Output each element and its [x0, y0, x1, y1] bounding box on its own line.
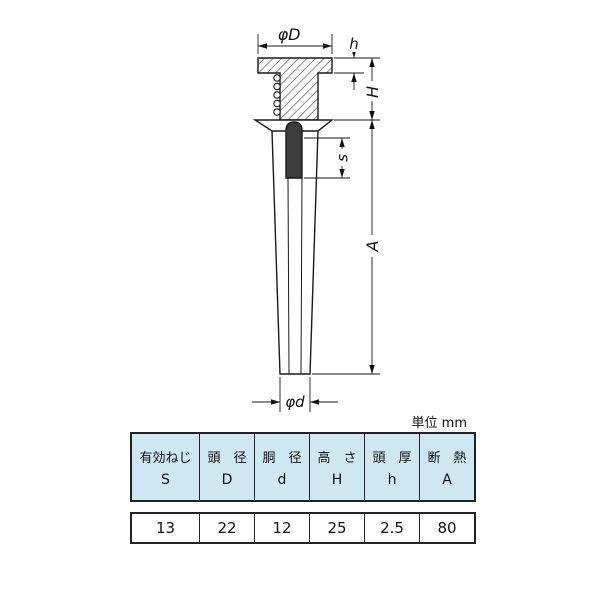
spec-value-S: 13	[130, 512, 200, 544]
anchor-part	[252, 57, 335, 375]
spec-col-name: 高 さ	[317, 450, 357, 466]
spec-col-name: 頭 厚	[372, 450, 412, 466]
thread-coils	[273, 74, 281, 116]
spec-value-A: 80	[419, 512, 476, 544]
spec-col-header-d: 胴 径 d	[254, 432, 310, 502]
technical-drawing: φD h H s A φd	[252, 25, 382, 412]
spec-col-header-A: 断 熱 A	[419, 432, 476, 502]
spec-col-symbol: D	[221, 471, 233, 488]
label-head-diameter: φD	[278, 25, 301, 44]
thread-coil	[273, 82, 281, 91]
label-backing	[364, 235, 380, 257]
screw-tip-section	[285, 121, 303, 179]
thread-coil	[273, 99, 281, 108]
spec-col-symbol: H	[331, 471, 343, 488]
spec-value-d: 12	[254, 512, 310, 544]
label-backing	[335, 149, 349, 166]
label-overall-length: A	[363, 241, 382, 253]
spec-values-row: 13 22 12 25 2.5 80	[130, 512, 476, 544]
label-screw-depth: s	[334, 154, 352, 162]
spec-value-H: 25	[309, 512, 365, 544]
spec-col-symbol: d	[277, 471, 287, 488]
spec-col-header-D: 頭 径 D	[199, 432, 255, 502]
spec-col-name: 断 熱	[427, 450, 467, 466]
spec-col-symbol: A	[442, 471, 452, 488]
anchor-head-section	[257, 57, 333, 121]
spec-col-header-S: 有効ねじ S	[130, 432, 200, 502]
spec-col-symbol: h	[387, 471, 397, 488]
spec-header-row: 有効ねじ S 頭 径 D 胴 径 d 高 さ H 頭 厚 h 断 熱 A	[130, 432, 476, 502]
spec-col-header-h: 頭 厚 h	[364, 432, 420, 502]
sleeve-inner-wall-right	[300, 177, 303, 375]
spec-col-name: 胴 径	[262, 450, 302, 466]
label-backings	[335, 37, 380, 257]
spec-col-header-H: 高 さ H	[309, 432, 365, 502]
spec-col-name: 有効ねじ	[139, 450, 192, 466]
spec-value-h: 2.5	[364, 512, 420, 544]
label-head-thickness: h	[349, 35, 359, 53]
label-body-diameter: φd	[285, 393, 305, 411]
spec-value-D: 22	[199, 512, 255, 544]
body-sleeve	[271, 130, 319, 375]
thread-coil	[273, 91, 281, 99]
spec-values-table: 13 22 12 25 2.5 80	[130, 512, 476, 544]
label-backing	[364, 81, 380, 101]
label-head-height: H	[363, 86, 382, 98]
sleeve-inner-wall-left	[287, 177, 290, 375]
unit-note: 単位 mm	[411, 416, 467, 431]
thread-coil	[273, 74, 281, 82]
spec-col-symbol: S	[161, 471, 170, 488]
spec-col-name: 頭 径	[207, 450, 247, 466]
thread-coil	[273, 108, 281, 116]
label-backing	[346, 37, 362, 52]
spec-header-table: 有効ねじ S 頭 径 D 胴 径 d 高 さ H 頭 厚 h 断 熱 A	[130, 432, 476, 502]
